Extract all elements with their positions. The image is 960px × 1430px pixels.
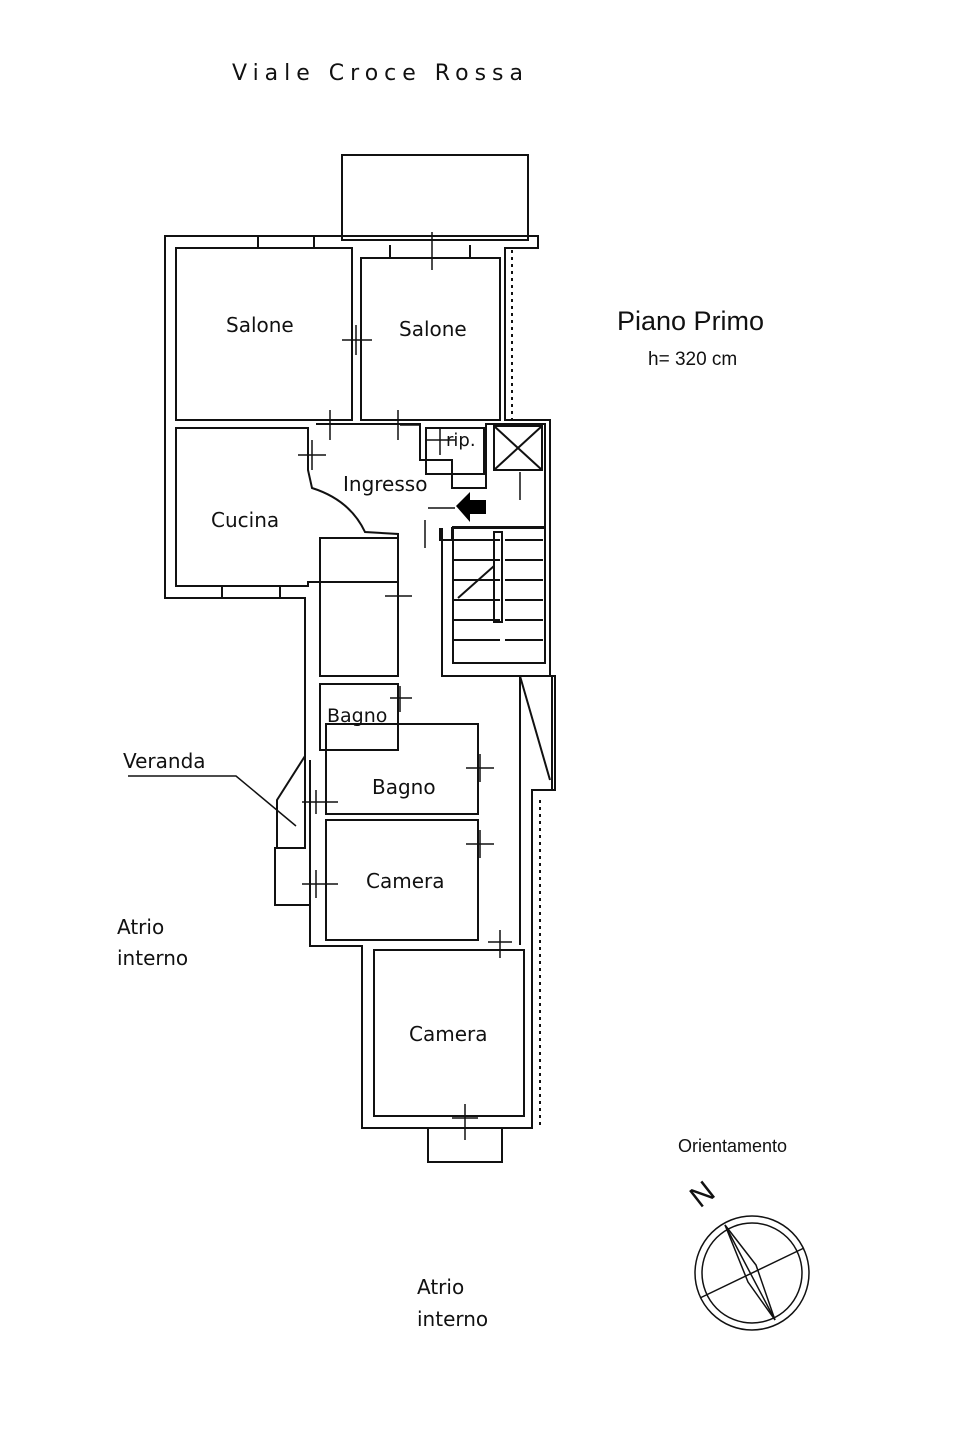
room-cucina: Cucina: [211, 508, 280, 532]
walls: [164, 154, 556, 1163]
room-salone-right: Salone: [399, 317, 467, 341]
compass-icon: [694, 1215, 810, 1331]
room-bagno-small: Bagno: [327, 705, 388, 727]
street-label: Viale Croce Rossa: [232, 61, 529, 86]
entrance-arrow-icon: [456, 492, 486, 522]
room-camera-2: Camera: [409, 1022, 488, 1046]
orientation-label: Orientamento: [678, 1136, 788, 1156]
atrio-side-line1: Atrio: [117, 915, 165, 939]
door-marks: [298, 232, 521, 1140]
outer-wall: [164, 235, 556, 1129]
veranda-label: Veranda: [123, 749, 206, 773]
room-camera-1: Camera: [366, 869, 445, 893]
room-salone-left: Salone: [226, 313, 294, 337]
atrio-bottom-line1: Atrio: [417, 1275, 465, 1299]
room-ingresso: Ingresso: [343, 472, 428, 496]
room-rip: rip.: [446, 430, 476, 451]
room-bagno: Bagno: [372, 775, 436, 799]
atrio-bottom-line2: interno: [417, 1307, 489, 1331]
atrio-side-line2: interno: [117, 946, 189, 970]
veranda-leader: [128, 775, 297, 827]
plan-title: Piano Primo: [617, 306, 765, 336]
balcony-top: [341, 154, 529, 241]
ceiling-height: h= 320 cm: [648, 349, 738, 370]
